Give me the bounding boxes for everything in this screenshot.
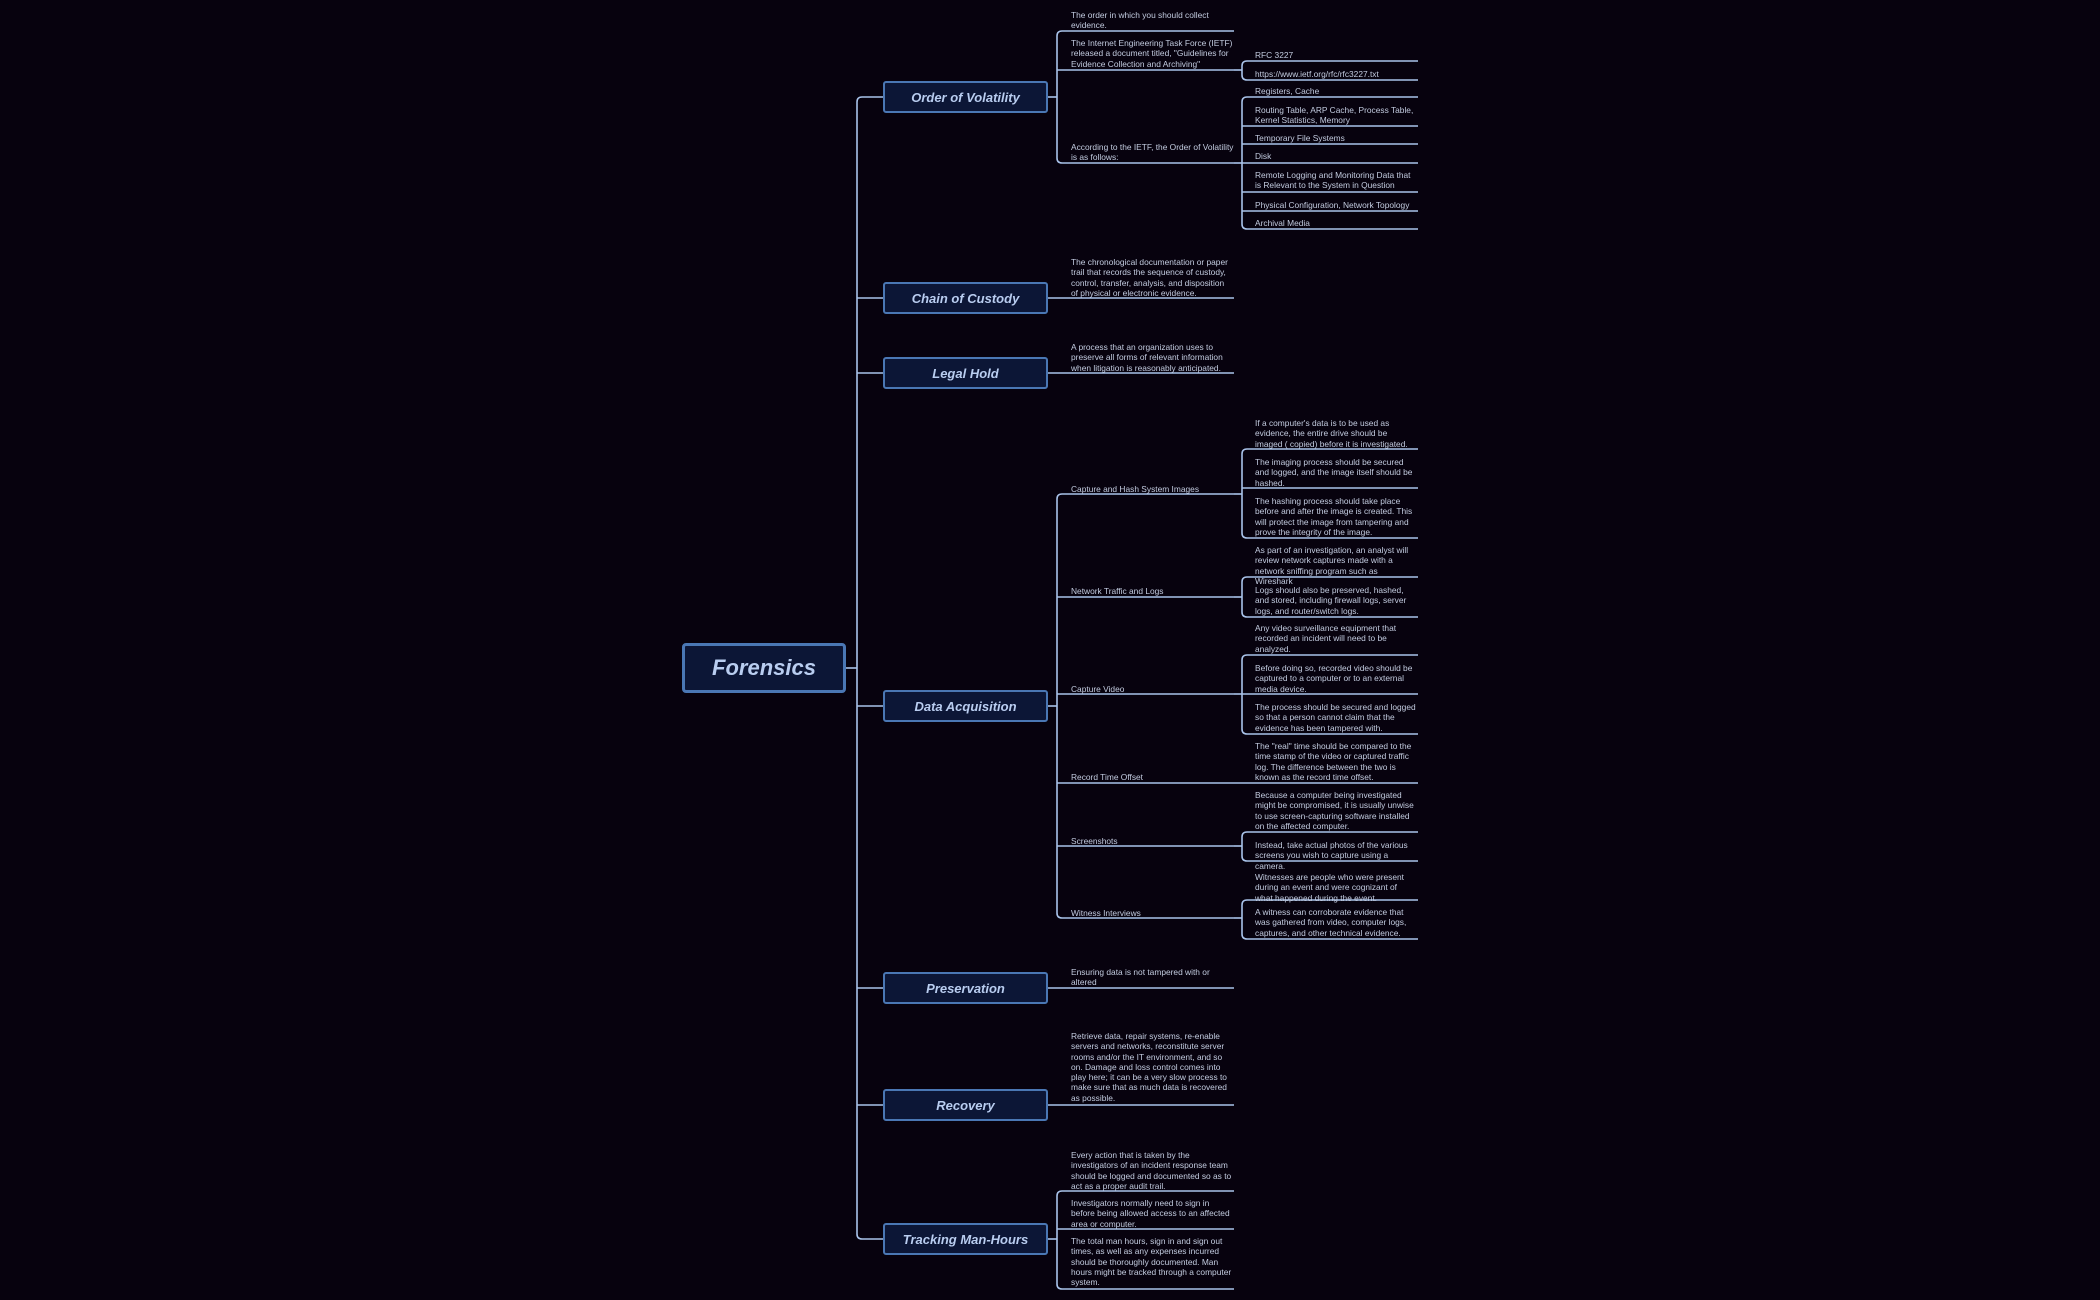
leaf-node[interactable]: Disk [1255, 151, 1272, 161]
topic-recovery[interactable]: Recovery [883, 1089, 1048, 1121]
subtopic-node[interactable]: The order in which you should collect ev… [1071, 10, 1209, 31]
subtopic-node[interactable]: Retrieve data, repair systems, re-enable… [1071, 1031, 1227, 1103]
leaf-node[interactable]: A witness can corroborate evidence that … [1255, 907, 1407, 938]
subtopic-node[interactable]: Investigators normally need to sign in b… [1071, 1198, 1230, 1229]
leaf-node[interactable]: The process should be secured and logged… [1255, 702, 1416, 733]
topic-preservation[interactable]: Preservation [883, 972, 1048, 1004]
leaf-node[interactable]: RFC 3227 [1255, 50, 1294, 60]
subtopic-node[interactable]: Network Traffic and Logs [1071, 586, 1164, 596]
subtopic-node[interactable]: Witness Interviews [1071, 908, 1141, 918]
leaf-node[interactable]: Physical Configuration, Network Topology [1255, 200, 1410, 210]
subtopic-node[interactable]: Ensuring data is not tampered with or al… [1071, 967, 1210, 988]
leaf-node[interactable]: Because a computer being investigated mi… [1255, 790, 1414, 831]
subtopic-node[interactable]: The total man hours, sign in and sign ou… [1071, 1236, 1232, 1288]
leaf-node[interactable]: Registers, Cache [1255, 86, 1320, 96]
subtopic-node[interactable]: The chronological documentation or paper… [1071, 257, 1228, 298]
leaf-node[interactable]: Logs should also be preserved, hashed, a… [1255, 585, 1407, 616]
subtopic-node[interactable]: Screenshots [1071, 836, 1118, 846]
leaf-node[interactable]: As part of an investigation, an analyst … [1255, 545, 1409, 586]
topic-data-acquisition[interactable]: Data Acquisition [883, 690, 1048, 722]
leaf-node[interactable]: Instead, take actual photos of the vario… [1255, 840, 1408, 871]
leaf-node[interactable]: Witnesses are people who were present du… [1255, 872, 1404, 903]
leaf-node[interactable]: The hashing process should take place be… [1255, 496, 1413, 537]
topic-chain-of-custody[interactable]: Chain of Custody [883, 282, 1048, 314]
subtopic-node[interactable]: Capture and Hash System Images [1071, 484, 1200, 494]
root-node[interactable]: Forensics [682, 643, 846, 693]
topic-tracking-man-hours[interactable]: Tracking Man-Hours [883, 1223, 1048, 1255]
leaf-node[interactable]: Remote Logging and Monitoring Data that … [1255, 170, 1411, 191]
subtopic-node[interactable]: A process that an organization uses to p… [1071, 342, 1223, 373]
subtopic-node[interactable]: Record Time Offset [1071, 772, 1143, 782]
topic-order-of-volatility[interactable]: Order of Volatility [883, 81, 1048, 113]
leaf-node[interactable]: Temporary File Systems [1255, 133, 1345, 143]
subtopic-node[interactable]: According to the IETF, the Order of Vola… [1071, 142, 1234, 163]
leaf-node[interactable]: Routing Table, ARP Cache, Process Table,… [1255, 105, 1414, 126]
subtopic-node[interactable]: The Internet Engineering Task Force (IET… [1071, 38, 1233, 69]
subtopic-node[interactable]: Capture Video [1071, 684, 1125, 694]
topic-legal-hold[interactable]: Legal Hold [883, 357, 1048, 389]
leaf-node[interactable]: The imaging process should be secured an… [1255, 457, 1413, 488]
leaf-node[interactable]: The "real" time should be compared to th… [1255, 741, 1412, 782]
leaf-link[interactable]: https://www.ietf.org/rfc/rfc3227.txt [1255, 69, 1379, 79]
leaf-node[interactable]: Any video surveillance equipment that re… [1255, 623, 1397, 654]
leaf-node[interactable]: If a computer's data is to be used as ev… [1255, 418, 1408, 449]
subtopic-node[interactable]: Every action that is taken by the invest… [1071, 1150, 1232, 1191]
leaf-node[interactable]: Archival Media [1255, 218, 1310, 228]
leaf-node[interactable]: Before doing so, recorded video should b… [1255, 663, 1413, 694]
